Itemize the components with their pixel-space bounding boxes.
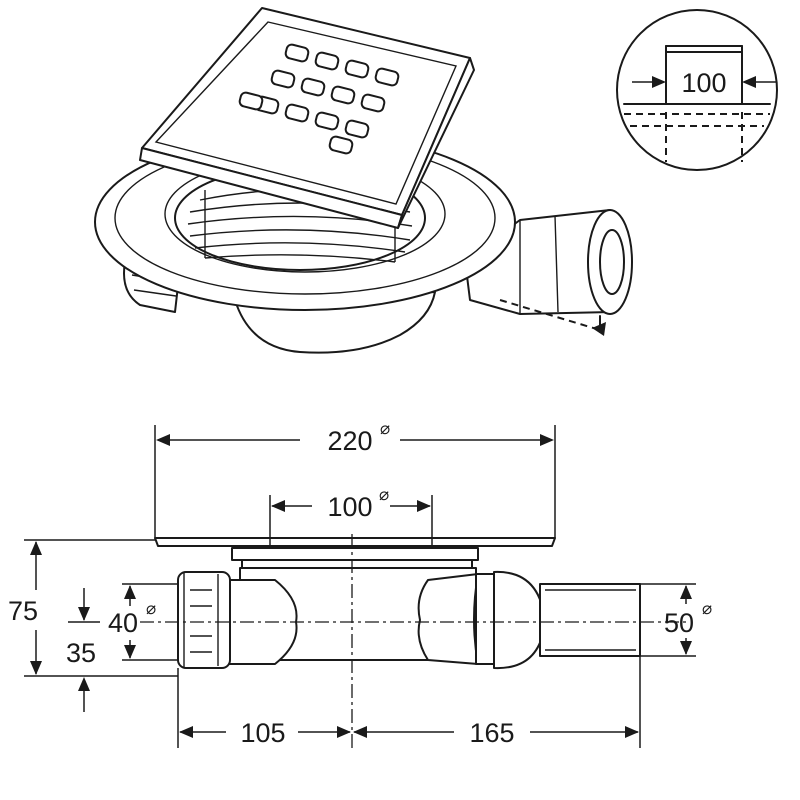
- section-outlet-collar: [475, 573, 495, 665]
- dimension-40: 40 ⌀: [108, 583, 178, 661]
- dim-outlet-diameter: 50: [664, 608, 694, 638]
- dimension-165: 165: [353, 656, 641, 748]
- dimension-50: 50 ⌀: [640, 583, 712, 657]
- section-grate-housing: [231, 547, 479, 561]
- grate-width-inset: 100: [616, 9, 778, 171]
- diameter-symbol-40: ⌀: [146, 599, 156, 619]
- dimension-75: 75: [8, 539, 178, 677]
- inset-width-label: 100: [681, 68, 726, 98]
- diameter-symbol-220: ⌀: [380, 419, 390, 439]
- section-flange: [154, 537, 556, 547]
- section-view: [140, 534, 690, 748]
- grate-slots: [238, 43, 400, 155]
- dimension-100: 100 ⌀: [269, 485, 433, 548]
- inset-circle: [616, 9, 778, 171]
- diameter-symbol-50: ⌀: [702, 599, 712, 619]
- section-outlet-body: [417, 573, 479, 665]
- dim-grate-diameter: 100: [327, 492, 372, 522]
- isometric-drain-view: [94, 7, 633, 354]
- section-inlet-nut: [177, 571, 231, 669]
- dim-right-length: 165: [469, 718, 514, 748]
- dim-flange-diameter: 220: [327, 426, 372, 456]
- dimension-105: 105: [177, 668, 351, 748]
- dim-left-length: 105: [240, 718, 285, 748]
- section-outlet-pipe: [539, 583, 641, 657]
- diameter-symbol-100: ⌀: [379, 485, 389, 505]
- dimension-35: 35: [66, 588, 100, 712]
- section-outlet-elbow: [493, 570, 546, 670]
- dim-outlet-height: 35: [66, 638, 96, 668]
- dim-total-height: 75: [8, 596, 38, 626]
- dim-inlet-diameter: 40: [108, 608, 138, 638]
- dimension-220: 220 ⌀: [154, 419, 556, 538]
